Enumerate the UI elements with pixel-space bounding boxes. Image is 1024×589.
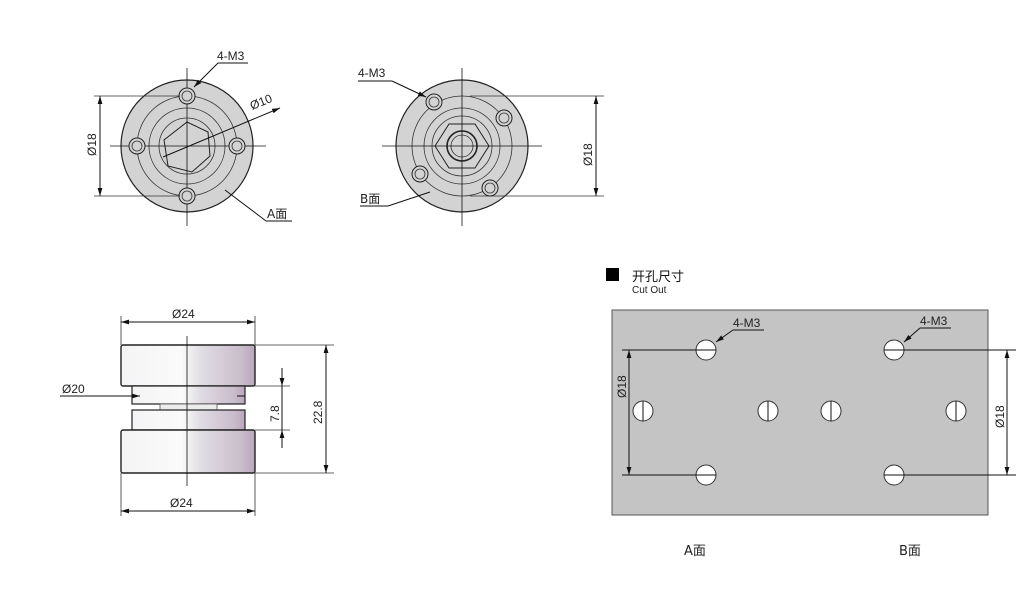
cutout-hole	[757, 400, 779, 422]
face-b-label: B面	[360, 192, 380, 206]
bolt-circle-dim: Ø18	[581, 143, 595, 166]
cutout-plate: Ø18 Ø18 4-M3 4-M3	[611, 309, 1016, 516]
total-height-dim: 22.8	[311, 400, 325, 424]
hole-callout: 4-M3	[358, 66, 386, 80]
mounting-hole	[425, 93, 443, 111]
bottom-diameter-dim: Ø24	[170, 496, 193, 510]
cutout-left-callout: 4-M3	[733, 316, 761, 330]
cutout-hole	[945, 400, 967, 422]
middle-diameter-dim: Ø20	[62, 382, 85, 396]
mounting-hole	[228, 137, 246, 155]
hex-diameter-dim: Ø10	[248, 91, 275, 113]
cutout-hole	[695, 339, 717, 361]
cutout-left-dim: Ø18	[615, 375, 629, 398]
cutout-right-dim: Ø18	[993, 405, 1007, 428]
mounting-hole	[411, 165, 429, 183]
face-a-label: A面	[267, 207, 287, 221]
mounting-hole	[481, 179, 499, 197]
side-view: Ø24 Ø24 Ø20 7.8 22.8	[60, 307, 334, 516]
cutout-right-callout: 4-M3	[920, 314, 948, 328]
cutout-face-a-label: A面	[684, 544, 706, 559]
mounting-hole	[495, 109, 513, 127]
cutout-hole	[883, 339, 905, 361]
top-diameter-dim: Ø24	[172, 307, 195, 321]
mounting-hole	[178, 87, 196, 105]
cutout-title: 开孔尺寸	[632, 270, 685, 285]
mounting-hole	[178, 187, 196, 205]
bolt-circle-dim: Ø18	[85, 133, 99, 156]
cutout-hole	[883, 464, 905, 486]
legend-square-icon	[606, 268, 619, 281]
cutout-hole	[820, 400, 842, 422]
hole-callout: 4-M3	[217, 49, 245, 63]
gap-height-dim: 7.8	[268, 405, 282, 422]
front-view-a: Ø18 4-M3 Ø10 A面	[85, 49, 292, 226]
cutout-hole	[632, 400, 654, 422]
cutout-subtitle: Cut Out	[632, 285, 667, 296]
front-view-b: Ø18 4-M3 B面	[358, 66, 604, 226]
cutout-hole	[695, 464, 717, 486]
mounting-hole	[128, 137, 146, 155]
cutout-face-b-label: B面	[899, 544, 921, 559]
